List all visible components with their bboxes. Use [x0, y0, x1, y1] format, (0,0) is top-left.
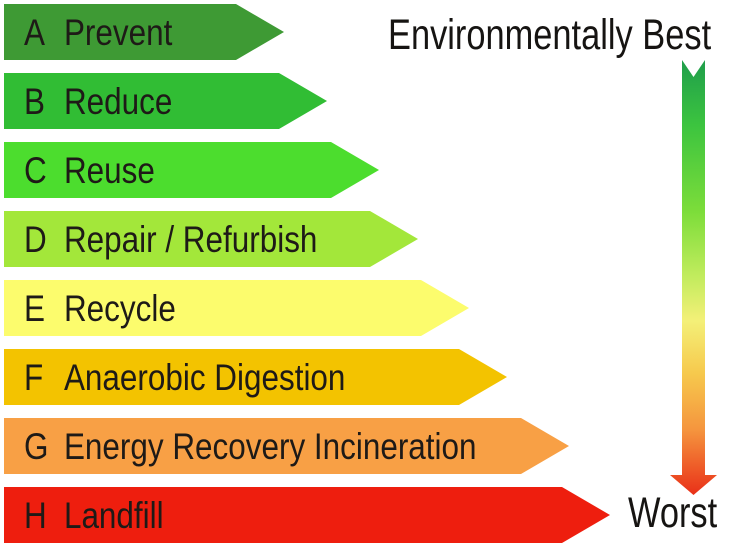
hierarchy-label: Reduce [63, 80, 173, 122]
arrow-row-g: G Energy Recovery Incineration [4, 418, 569, 474]
arrow-row-f: F Anaerobic Digestion [4, 349, 507, 405]
arrow-row-d: D Repair / Refurbish [4, 211, 418, 267]
best-to-worst-gradient-arrow [670, 60, 717, 495]
hierarchy-letter: G [24, 425, 49, 467]
hierarchy-label: Energy Recovery Incineration [63, 425, 477, 467]
arrow-row-text: A Prevent [24, 14, 172, 51]
hierarchy-label: Repair / Refurbish [63, 218, 318, 260]
arrow-row-text: D Repair / Refurbish [24, 221, 317, 258]
hierarchy-letter: B [24, 80, 45, 122]
arrow-row-text: G Energy Recovery Incineration [24, 428, 477, 465]
worst-label: Worst [628, 489, 718, 537]
hierarchy-label: Recycle [63, 287, 176, 329]
arrow-row-text: E Recycle [24, 290, 176, 327]
arrow-row-text: C Reuse [24, 152, 155, 189]
hierarchy-letter: D [24, 218, 47, 260]
hierarchy-label: Prevent [63, 11, 173, 53]
arrow-row-a: A Prevent [4, 4, 284, 60]
arrow-row-text: F Anaerobic Digestion [24, 359, 345, 396]
hierarchy-letter: A [24, 11, 45, 53]
hierarchy-letter: E [24, 287, 45, 329]
arrow-row-text: B Reduce [24, 83, 172, 120]
arrow-row-e: E Recycle [4, 280, 469, 336]
arrow-row-text: H Landfill [24, 497, 164, 534]
hierarchy-label: Landfill [63, 494, 164, 536]
hierarchy-letter: H [24, 494, 47, 536]
hierarchy-letter: F [24, 356, 44, 398]
environmentally-best-label: Environmentally Best [388, 11, 712, 59]
hierarchy-label: Anaerobic Digestion [63, 356, 346, 398]
gradient-arrow-shape [670, 60, 717, 495]
arrow-row-c: C Reuse [4, 142, 379, 198]
arrow-row-h: H Landfill [4, 487, 610, 543]
arrow-row-b: B Reduce [4, 73, 327, 129]
hierarchy-label: Reuse [63, 149, 155, 191]
hierarchy-letter: C [24, 149, 47, 191]
